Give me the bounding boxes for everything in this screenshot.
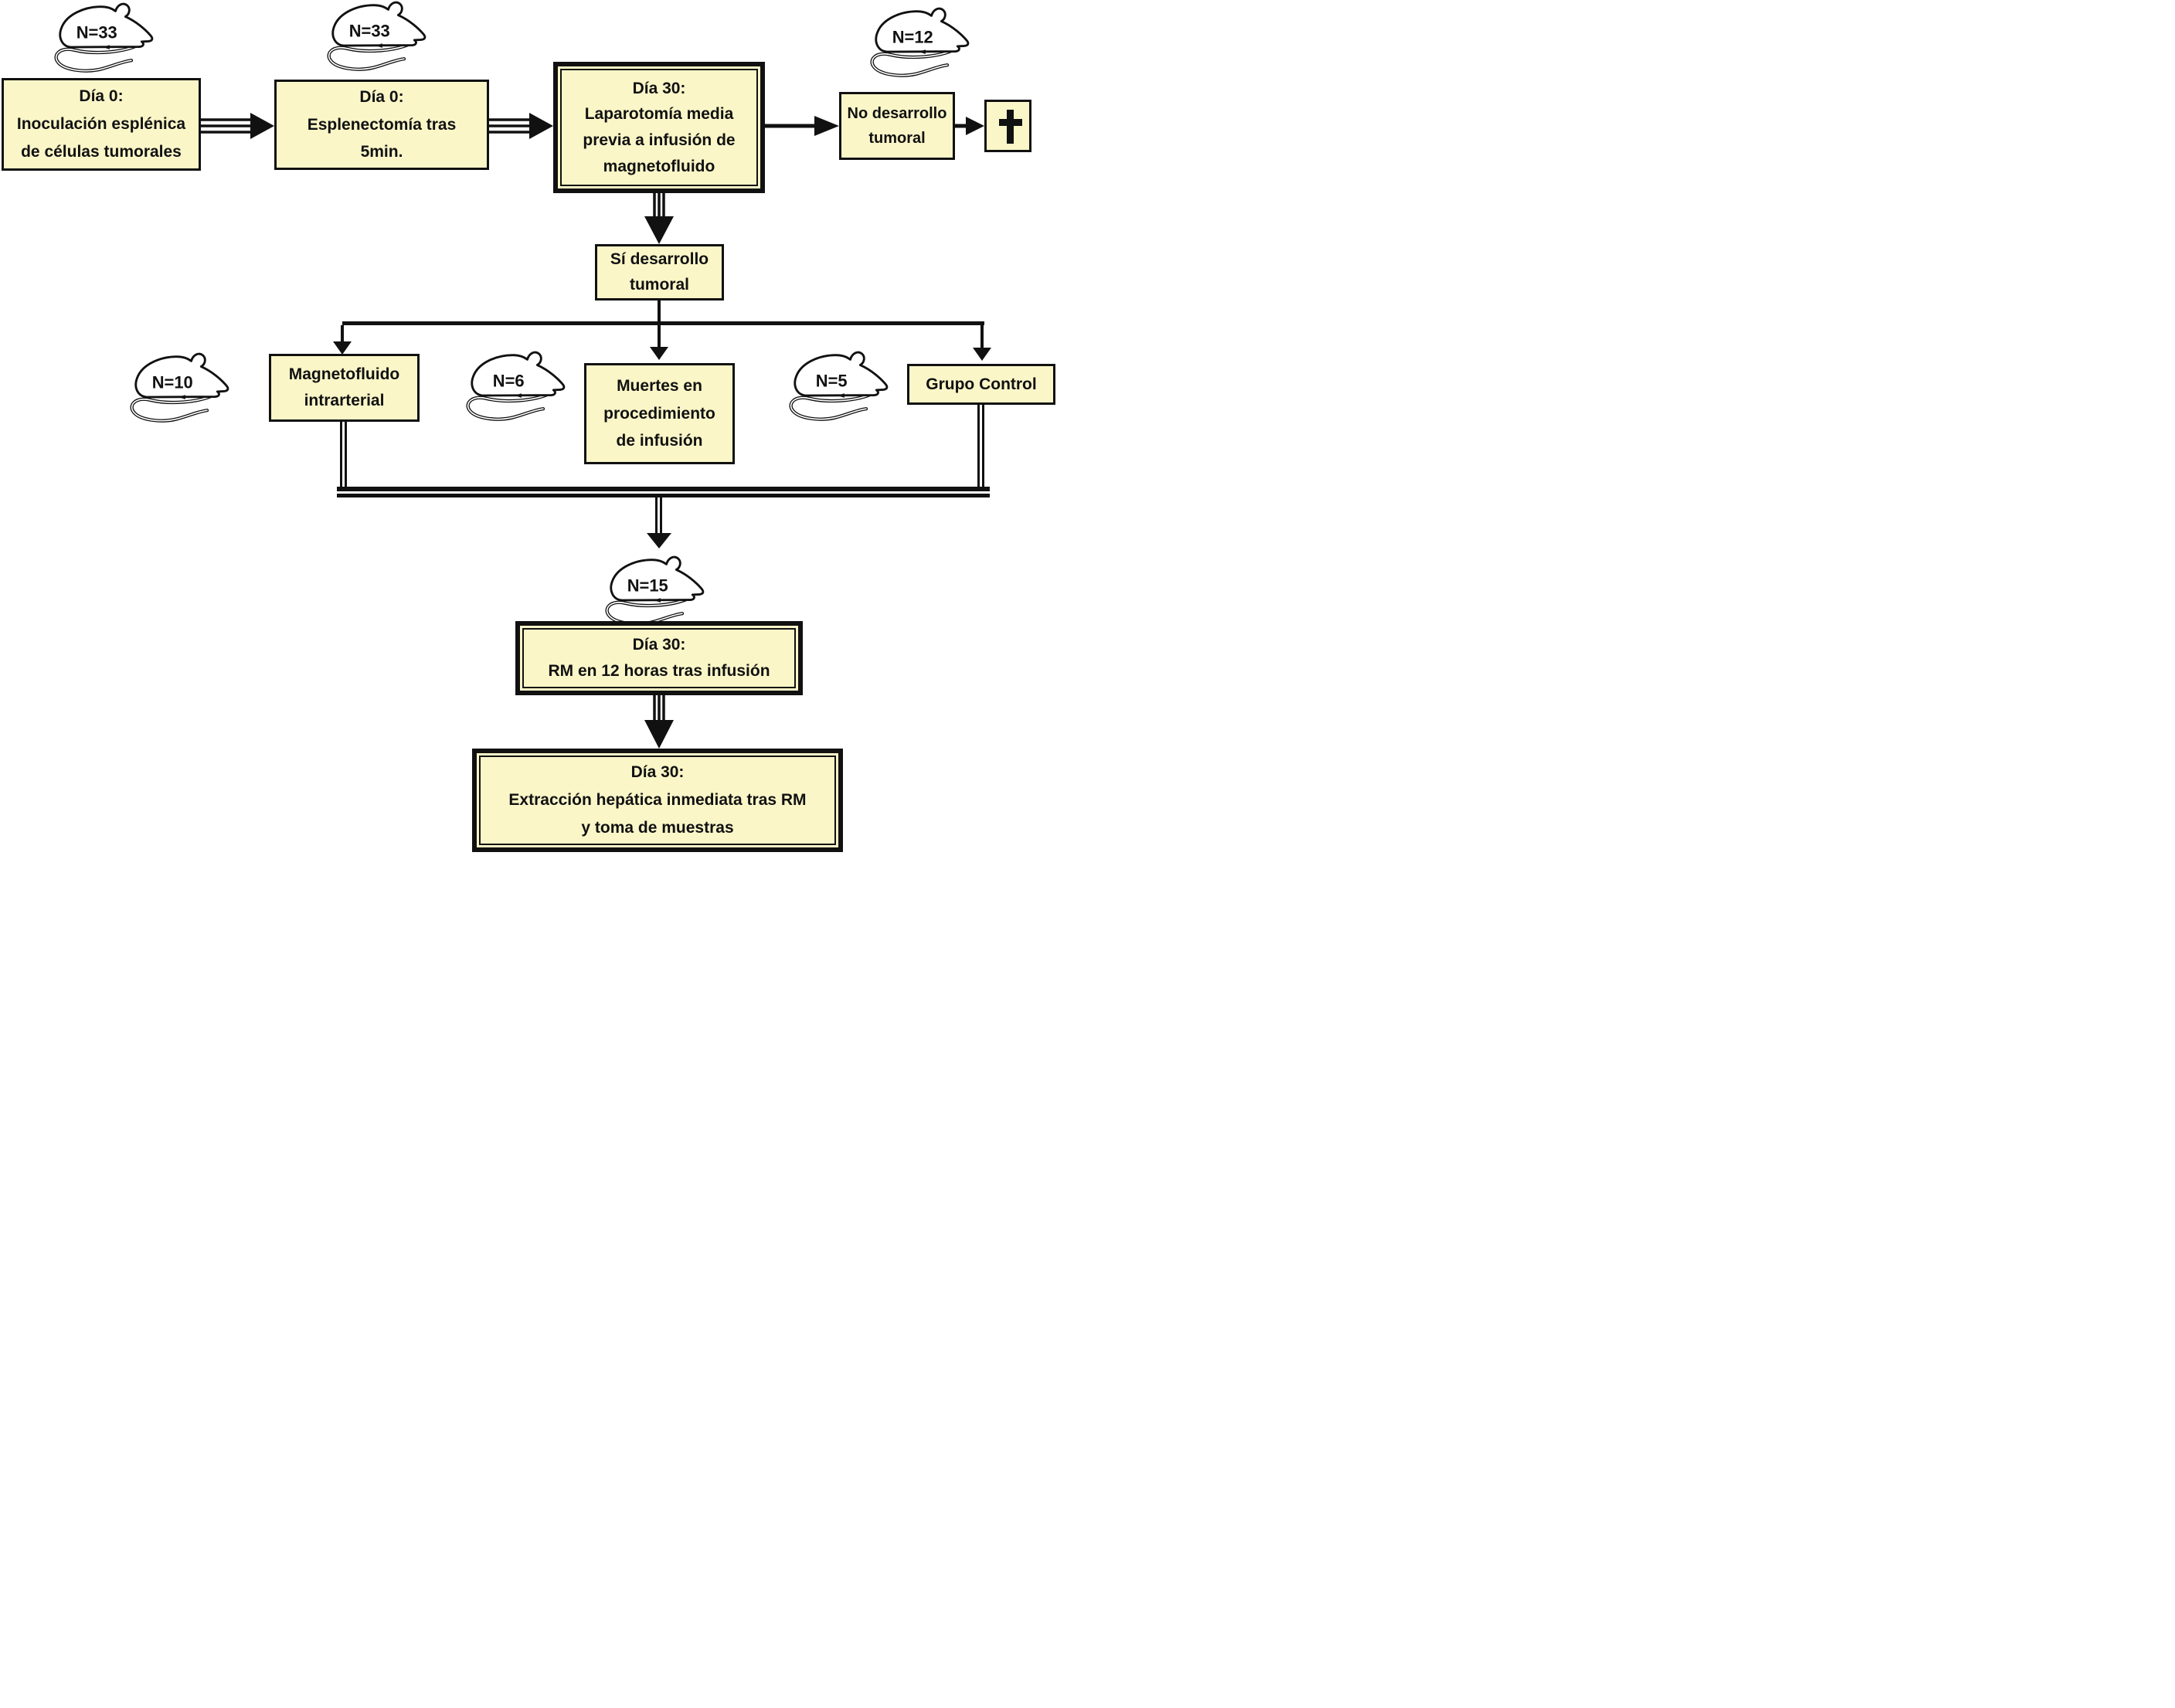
node-text: Día 30:: [630, 763, 685, 782]
connector-double-line: [655, 497, 662, 533]
node-text: y toma de muestras: [581, 818, 734, 837]
death-cross-icon: [999, 119, 1022, 126]
node-death: [984, 100, 1031, 152]
mouse-icon: N=12: [864, 6, 984, 83]
mouse-icon: N=6: [460, 350, 579, 427]
connector-line: [980, 325, 984, 348]
node-tumor-yes: Sí desarrollo tumoral: [595, 244, 724, 301]
node-no-tumor: No desarrollo tumoral: [839, 92, 955, 160]
branch-line: [342, 321, 984, 325]
mouse-count-label: N=12: [892, 28, 933, 47]
flow-arrow-down-icon: [644, 193, 674, 244]
node-text: magnetofluido: [603, 157, 715, 175]
flow-arrow-right-icon: [765, 116, 839, 136]
mouse-icon: N=33: [321, 0, 440, 77]
node-text: procedimiento: [603, 404, 715, 423]
connector-double-line: [340, 422, 347, 487]
mouse-count-label: N=33: [349, 22, 390, 41]
node-text: 5min.: [360, 143, 403, 161]
node-text: Grupo Control: [926, 375, 1037, 393]
merge-bar: [337, 487, 990, 497]
node-text: Sí desarrollo: [610, 250, 709, 268]
node-text: No desarrollo: [847, 105, 947, 122]
mouse-icon: N=15: [599, 555, 719, 632]
node-text: Día 0:: [359, 87, 404, 106]
node-text: RM en 12 horas tras infusión: [548, 662, 770, 680]
connector-line: [658, 325, 661, 348]
arrowhead-down-icon: [333, 341, 352, 355]
mouse-icon: N=33: [48, 2, 168, 79]
node-text: de infusión: [616, 432, 703, 450]
node-text: Muertes en: [617, 376, 702, 395]
node-text: Día 30:: [632, 79, 686, 97]
mouse-count-label: N=5: [816, 372, 848, 391]
flow-arrow-right-icon: [489, 113, 553, 139]
node-inoculation: Día 0: Inoculación esplénica de células …: [2, 78, 201, 171]
arrowhead-down-icon: [973, 348, 991, 361]
arrowhead-down-icon: [650, 347, 668, 360]
flow-arrow-right-icon: [955, 117, 984, 135]
arrowhead-down-icon: [647, 533, 671, 548]
node-text: de células tumorales: [21, 142, 182, 161]
node-control-group: Grupo Control: [907, 364, 1055, 405]
node-laparotomy: Día 30: Laparotomía media previa a infus…: [553, 62, 765, 193]
node-text: tumoral: [868, 130, 926, 147]
connector-line: [658, 301, 661, 322]
mouse-count-label: N=6: [493, 372, 525, 391]
node-text: Magnetofluido: [288, 365, 400, 384]
flowchart-canvas: N=33 N=33 N=12 N=10 N=6 N=5 N=15 Día 0: …: [0, 0, 1088, 854]
connector-double-line: [977, 405, 984, 487]
connector-line: [341, 325, 344, 342]
mouse-count-label: N=15: [627, 576, 668, 596]
node-text: intrarterial: [304, 392, 385, 409]
node-text: Extracción hepática inmediata tras RM: [508, 791, 807, 810]
node-mri: Día 30: RM en 12 horas tras infusión: [515, 621, 803, 695]
flow-arrow-right-icon: [201, 113, 274, 139]
node-text: Inoculación esplénica: [16, 115, 186, 134]
node-splenectomy: Día 0: Esplenectomía tras 5min.: [274, 80, 489, 170]
node-text: previa a infusión de: [583, 131, 736, 149]
node-text: tumoral: [629, 275, 689, 294]
node-text: Día 30:: [632, 636, 686, 654]
mouse-count-label: N=33: [76, 23, 117, 42]
node-text: Día 0:: [79, 87, 124, 106]
node-extraction: Día 30: Extracción hepática inmediata tr…: [472, 749, 843, 852]
node-text: Esplenectomía tras: [307, 115, 457, 134]
flow-arrow-down-icon: [644, 695, 674, 749]
mouse-icon: N=10: [124, 351, 243, 429]
mouse-count-label: N=10: [152, 373, 193, 392]
death-cross-icon: [1007, 110, 1014, 144]
node-magnetofluid: Magnetofluido intrarterial: [269, 354, 420, 422]
node-deaths-infusion: Muertes en procedimiento de infusión: [584, 363, 735, 464]
node-text: Laparotomía media: [584, 105, 734, 124]
mouse-icon: N=5: [783, 350, 902, 427]
